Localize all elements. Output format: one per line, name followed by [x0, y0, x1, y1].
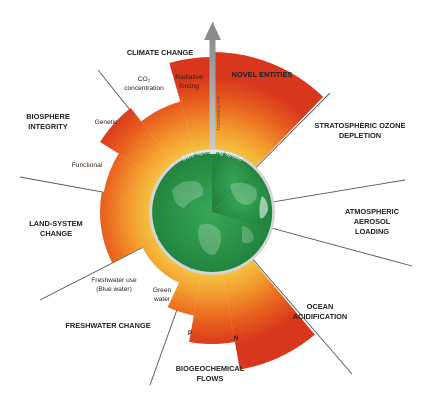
label-land-system-1: LAND-SYSTEM — [29, 219, 82, 228]
sub-labels: CO₂ concentration Radiative forcing Gene… — [72, 74, 239, 342]
label-green-water-2: water — [153, 296, 171, 303]
label-ozone-2: DEPLETION — [339, 131, 381, 140]
label-biogeochemical-1: BIOGEOCHEMICAL — [176, 364, 245, 373]
label-ocean-2: ACIDIFICATION — [293, 312, 347, 321]
continent-shape — [242, 226, 254, 244]
arrow-shaft — [209, 38, 216, 154]
label-novel-entities: NOVEL ENTITIES — [232, 70, 293, 79]
label-green-water-1: Green — [153, 287, 172, 294]
safe-operating-space-main — [212, 170, 273, 228]
label-freshwater-change: FRESHWATER CHANGE — [65, 321, 150, 330]
continent-shape — [230, 182, 257, 205]
safe-operating-space-body — [152, 152, 270, 272]
arrow-head — [204, 22, 221, 40]
label-radiative-1: Radiative — [175, 74, 203, 81]
continent-shape — [198, 223, 222, 255]
label-nitrogen: N — [234, 335, 239, 342]
continent-shape — [259, 196, 268, 219]
safe-operating-space — [212, 151, 255, 212]
world-map-grey — [259, 196, 268, 219]
label-radiative-2: forcing — [179, 83, 199, 90]
label-climate-change: CLIMATE CHANGE — [127, 48, 193, 57]
label-land-system-2: CHANGE — [40, 229, 72, 238]
wedge-phosphorus — [189, 212, 235, 345]
label-biogeochemical-2: FLOWS — [197, 374, 224, 383]
label-genetic: Genetic — [95, 119, 118, 126]
arrow-label: Increasing risk — [216, 95, 222, 130]
label-biosphere-2: INTEGRITY — [28, 122, 67, 131]
world-map-graphic — [172, 181, 257, 255]
label-ocean-1: OCEAN — [307, 302, 334, 311]
label-aerosol-3: LOADING — [355, 227, 389, 236]
label-co2-1: CO₂ — [138, 76, 151, 83]
continent-shape — [172, 181, 204, 208]
label-aerosol-1: ATMOSPHERIC — [345, 207, 400, 216]
category-labels: CLIMATE CHANGE NOVEL ENTITIES STRATOSPHE… — [26, 48, 405, 383]
label-phosphorus: P — [188, 330, 193, 337]
label-biosphere-1: BIOSPHERE — [26, 112, 70, 121]
label-blue-water-2: (Blue water) — [96, 286, 132, 293]
increasing-risk-arrow: Increasing risk — [204, 22, 222, 154]
label-aerosol-2: AEROSOL — [354, 217, 391, 226]
label-blue-water-1: Freshwater use — [91, 277, 137, 284]
label-ozone-1: STRATOSPHERIC OZONE — [315, 121, 406, 130]
label-co2-2: concentration — [124, 85, 164, 92]
label-functional: Functional — [72, 162, 103, 169]
